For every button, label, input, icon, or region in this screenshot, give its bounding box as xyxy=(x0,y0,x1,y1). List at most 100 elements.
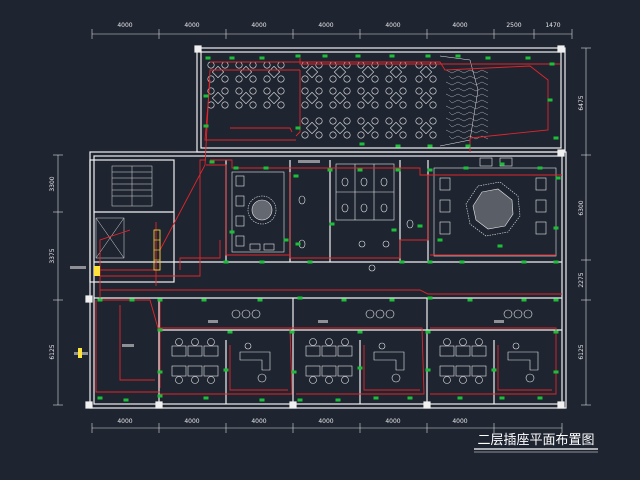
workstation-cluster xyxy=(439,338,487,384)
socket-marker xyxy=(129,298,135,302)
socket-marker xyxy=(203,124,209,128)
dim-bottom-4: 4000 xyxy=(318,418,333,425)
socket-marker xyxy=(553,370,559,374)
dining-table xyxy=(329,87,351,109)
manager-desk xyxy=(239,342,271,383)
socket-marker xyxy=(553,330,559,334)
socket-marker xyxy=(295,54,301,58)
socket-marker xyxy=(293,174,299,178)
socket-marker xyxy=(223,260,229,264)
dining-table xyxy=(385,117,407,139)
socket-marker xyxy=(227,330,233,334)
socket-marker xyxy=(259,260,265,264)
socket-marker xyxy=(291,370,297,374)
dim-top-8: 1470 xyxy=(545,22,560,29)
socket-marker xyxy=(335,398,341,402)
hatch-floor-area xyxy=(439,55,489,147)
socket-marker xyxy=(497,244,503,248)
dim-right-1: 6475 xyxy=(578,95,585,110)
socket-marker xyxy=(427,296,433,300)
socket-marker xyxy=(263,166,269,170)
socket-marker xyxy=(223,368,229,372)
dim-left-2: 3375 xyxy=(49,248,56,263)
socket-marker xyxy=(521,260,527,264)
socket-marker xyxy=(553,298,559,302)
socket-marker xyxy=(297,296,303,300)
socket-marker xyxy=(203,94,209,98)
socket-marker xyxy=(259,56,265,60)
socket-marker xyxy=(157,370,163,374)
socket-marker xyxy=(283,238,289,242)
top-dimension-chain xyxy=(91,29,573,39)
dim-top-4: 4000 xyxy=(318,22,333,29)
manager-desk xyxy=(373,342,405,383)
socket-marker xyxy=(555,176,561,180)
socket-marker xyxy=(485,56,491,60)
dim-top-3: 4000 xyxy=(251,22,266,29)
socket-marker xyxy=(455,54,461,58)
socket-marker xyxy=(549,62,555,66)
socket-marker xyxy=(537,166,543,170)
dim-right-2: 6300 xyxy=(578,200,585,215)
dim-bottom-2: 4000 xyxy=(184,418,199,425)
distribution-panel xyxy=(78,229,161,358)
socket-marker xyxy=(373,396,379,400)
socket-marker xyxy=(123,398,129,402)
socket-marker xyxy=(407,396,413,400)
dim-bottom-5: 4000 xyxy=(385,418,400,425)
socket-marker xyxy=(459,260,465,264)
socket-marker xyxy=(467,298,473,302)
dining-table xyxy=(357,117,379,139)
socket-marker xyxy=(203,396,209,400)
dining-table xyxy=(207,61,229,83)
socket-marker xyxy=(357,330,363,334)
socket-marker xyxy=(437,238,443,242)
socket-marker xyxy=(399,260,405,264)
dim-top-7: 2500 xyxy=(506,22,521,29)
manager-desk xyxy=(507,342,539,383)
stairwell xyxy=(95,165,153,259)
dining-tables xyxy=(207,61,437,139)
dining-table xyxy=(235,87,257,109)
dim-top-1: 4000 xyxy=(117,22,132,29)
restroom-fixtures xyxy=(298,163,414,272)
socket-marker xyxy=(157,394,163,398)
socket-marker xyxy=(457,396,463,400)
dim-bottom-3: 4000 xyxy=(251,418,266,425)
socket-marker xyxy=(201,298,207,302)
dim-left-1: 3300 xyxy=(49,176,56,191)
dining-table xyxy=(415,117,437,139)
socket-marker xyxy=(289,330,295,334)
dining-table xyxy=(301,87,323,109)
dining-table xyxy=(235,61,257,83)
meeting-room-right xyxy=(433,157,557,257)
right-dimension-labels: 6475 6300 2275 6125 xyxy=(578,95,585,359)
socket-marker xyxy=(547,98,553,102)
dining-table xyxy=(207,87,229,109)
socket-marker xyxy=(427,168,433,172)
socket-markers xyxy=(97,54,561,402)
socket-marker xyxy=(553,260,559,264)
socket-marker xyxy=(357,168,363,172)
socket-marker xyxy=(229,230,235,234)
workstation-cluster xyxy=(171,338,219,384)
dim-top-5: 4000 xyxy=(385,22,400,29)
dining-table xyxy=(263,87,285,109)
socket-marker xyxy=(425,368,431,372)
socket-marker xyxy=(465,144,471,148)
left-dimension-labels: 3300 3375 6125 xyxy=(49,176,56,359)
socket-marker xyxy=(233,166,239,170)
socket-marker xyxy=(297,398,303,402)
socket-marker xyxy=(357,366,363,370)
socket-marker xyxy=(427,260,433,264)
socket-marker xyxy=(391,228,397,232)
lounge-chairs xyxy=(365,309,395,319)
bottom-dimension-chain xyxy=(91,423,563,433)
dining-table xyxy=(415,87,437,109)
socket-marker xyxy=(307,260,313,264)
socket-marker xyxy=(295,242,301,246)
socket-marker xyxy=(329,222,335,226)
socket-marker xyxy=(229,56,235,60)
dining-table xyxy=(329,117,351,139)
